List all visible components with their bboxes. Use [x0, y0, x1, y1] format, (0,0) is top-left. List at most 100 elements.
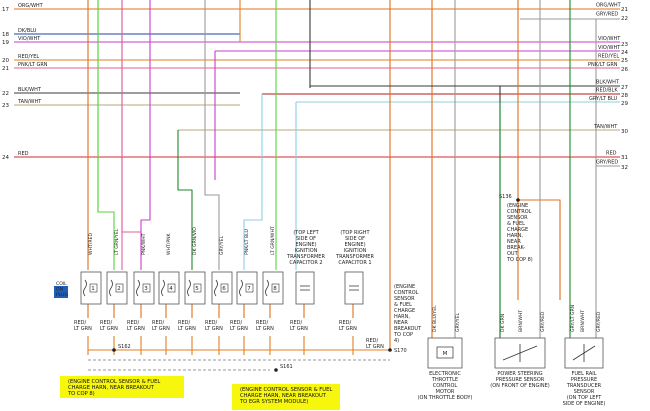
ground-wire-label: LT GRN	[366, 344, 384, 350]
splice-dot	[112, 348, 116, 352]
ground-wire-label: LT GRN	[127, 326, 145, 332]
ground-wire-label: RED/	[230, 320, 242, 326]
pin-number: 31	[621, 155, 628, 161]
capacitor-label: SIDE OF	[345, 236, 365, 242]
s170-note: BREAKOUT	[394, 326, 422, 332]
pin-number: 26	[621, 67, 628, 73]
pin-number: 24	[621, 50, 628, 56]
component-label: PRESSURE	[571, 377, 597, 383]
pin-number: 21	[621, 7, 628, 13]
component-label: CONTROL	[433, 383, 458, 389]
coil-feed-wire	[140, 0, 151, 270]
coil-feed-wire	[97, 0, 115, 270]
sensor-wire-label: GRY/RED	[540, 311, 546, 332]
wire-color-label: PNK/LT GRN	[588, 62, 618, 68]
sensor-wire-label: DK GRN	[500, 314, 506, 332]
ground-wire-label: LT GRN	[256, 326, 274, 332]
coil-wire-label: GRY/YEL	[219, 235, 225, 255]
component-label: POWER STEERING	[497, 371, 542, 377]
coil-feed-wire	[121, 0, 141, 233]
capacitor-label: CAPACITOR 1	[338, 260, 371, 266]
capacitor-label: TRANSFORMER	[286, 254, 325, 260]
capacitor-label: SIDE OF	[296, 236, 316, 242]
wire-color-label: DK/BLU	[18, 28, 37, 34]
ground-wire-label: LT GRN	[100, 326, 118, 332]
component-layer	[54, 198, 604, 372]
ground-wire-label: LT GRN	[230, 326, 248, 332]
coil-feed-wire	[177, 130, 193, 270]
splice-label-s162: S162	[118, 344, 131, 350]
coil-winding	[239, 279, 243, 297]
ground-wire-label: LT GRN	[290, 326, 308, 332]
capacitor-label: ENGINE)	[344, 242, 365, 248]
ground-wire-label: RED/	[100, 320, 112, 326]
splice-dot	[274, 368, 278, 372]
coil-winding	[187, 279, 191, 297]
pin-number: 22	[621, 16, 628, 22]
coil-winding	[136, 279, 140, 297]
ground-wire-label: RED/	[366, 338, 378, 344]
coil-feed-wire	[204, 0, 220, 270]
wire-color-label: GRY/LT BLU	[589, 96, 617, 102]
component-label: THROTTLE	[431, 377, 458, 383]
pin-number: 23	[2, 103, 9, 109]
wire-color-label: ORG/WHT	[596, 3, 622, 9]
coil-plug	[142, 283, 151, 293]
coil-wire-label: DK GRN/VIO	[192, 227, 198, 255]
coil-pin-number: 4	[169, 286, 173, 292]
coil-plug	[271, 283, 280, 293]
s136-note: OUT	[507, 251, 519, 257]
coil-wire-label: PNK/LT BLU	[244, 229, 250, 255]
capacitor-symbol	[349, 285, 359, 291]
pin-number: 22	[2, 91, 9, 97]
s136-note: TO COP 8)	[506, 257, 533, 263]
wire-color-label: GRY/RED	[596, 160, 618, 166]
coil-pin-number: 1	[91, 286, 95, 292]
pin-number: 19	[2, 40, 9, 46]
wire-color-label: BLK/WHT	[18, 87, 42, 93]
pin-number: 20	[2, 58, 9, 64]
coil-plug	[220, 283, 229, 293]
capacitor-label: TRANSFORMER	[335, 254, 374, 260]
s170-note: TO COP	[393, 332, 413, 338]
wire-color-label: PNK/LT GRN	[18, 62, 48, 68]
note-highlight	[232, 384, 340, 410]
component-label: (ON TOP LEFT	[567, 395, 603, 401]
s136-note: HARN,	[507, 233, 523, 239]
s136-note: (ENGINE	[507, 203, 528, 209]
pin-number: 23	[621, 42, 628, 48]
coil-winding	[109, 279, 113, 297]
sensor-symbol	[502, 344, 538, 362]
wire-layer	[14, 0, 620, 371]
component-label: MOTOR	[436, 389, 455, 395]
wire-color-label: RED/YEL	[598, 54, 619, 60]
coil-wire-label: PNK/WHT	[141, 233, 147, 255]
s136-note: NEAR	[507, 239, 521, 245]
component-label: (ON THROTTLE BODY)	[418, 395, 473, 401]
ground-wire-label: LT GRN	[339, 326, 357, 332]
s136-note: SENSOR	[507, 215, 528, 221]
harness-note-left: (ENGINE CONTROL SENSOR & FUEL	[68, 379, 160, 385]
coil-wire-label: WHT/PNK	[166, 232, 172, 255]
wire-color-label: VIO/WHT	[18, 36, 41, 42]
wire-color-label: RED	[18, 151, 29, 157]
harness-note-left: TO COP 8)	[67, 391, 95, 397]
sensor-wire-label: BRN/WHT	[580, 310, 586, 332]
coil-winding	[214, 279, 218, 297]
connector-tag	[54, 286, 68, 298]
harness-note-right: (ENGINE CONTROL SENSOR & FUEL	[240, 387, 332, 393]
harness-note-right: CHARGE HARN, NEAR BREAKOUT	[240, 393, 327, 399]
component-label: ELECTRONIC	[429, 371, 461, 377]
s170-note: CHARGE	[394, 308, 415, 314]
ground-wire-label: RED/	[290, 320, 302, 326]
connector-label: COIL	[56, 281, 67, 287]
wire-color-label: RED/BLK	[596, 88, 618, 94]
wire-color-label: RED	[606, 151, 617, 157]
sensor-wire-label: GRY/YEL	[455, 312, 461, 332]
s136-note: & FUEL	[507, 221, 525, 227]
ground-wire-label: LT GRN	[152, 326, 170, 332]
capacitor-label: (TOP RIGHT	[340, 230, 370, 236]
capacitor-body	[344, 271, 364, 305]
sensor-wire-label: GRY/RED	[596, 311, 602, 332]
pin-number: 28	[621, 93, 628, 99]
